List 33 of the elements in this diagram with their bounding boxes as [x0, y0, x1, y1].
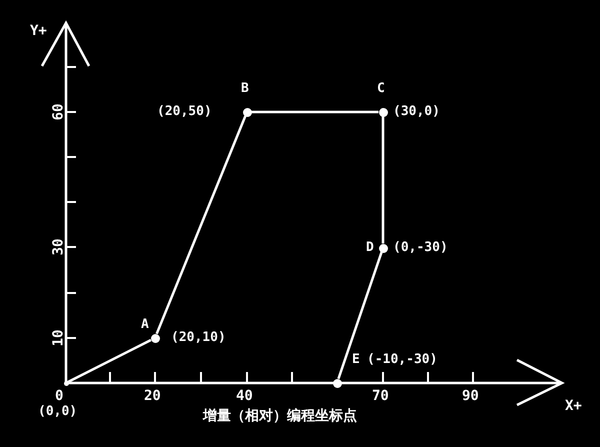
tick-label: 20 — [144, 389, 161, 403]
tick-label: 10 — [51, 330, 66, 346]
point-marker — [378, 108, 388, 116]
point-label: E — [352, 353, 360, 366]
tick-label: 60 — [51, 104, 66, 120]
coordinate-label: (20,50) — [157, 105, 212, 118]
origin-point — [64, 380, 68, 386]
tick-label: 0 — [55, 389, 64, 403]
path-segment — [65, 338, 152, 384]
path-segment — [337, 252, 383, 380]
path-segment — [156, 116, 246, 334]
tick-label: 30 — [51, 238, 66, 256]
point-label: C — [377, 82, 385, 95]
tick-label: 40 — [236, 389, 253, 403]
axis-label: X+ — [565, 399, 582, 413]
coordinate-label: (-10,-30) — [367, 353, 438, 366]
point-marker — [242, 108, 252, 116]
coordinate-label: (0,-30) — [393, 241, 448, 254]
caption: 增量（相对）编程坐标点 — [203, 409, 357, 423]
coordinate-label: (0,0) — [38, 405, 78, 418]
point-marker — [378, 244, 388, 252]
path-segment — [252, 110, 378, 114]
coordinate-label: (30,0) — [393, 105, 440, 118]
point-marker — [332, 378, 342, 388]
tick-label: 90 — [462, 389, 479, 403]
point-label: B — [241, 82, 249, 95]
point-label: A — [141, 318, 149, 331]
tick-label: 70 — [372, 389, 389, 403]
path-segment — [382, 116, 384, 244]
axis-label: Y+ — [30, 24, 47, 38]
point-label: D — [366, 241, 374, 254]
point-marker — [150, 334, 160, 342]
coordinate-label: (20,10) — [171, 331, 226, 344]
